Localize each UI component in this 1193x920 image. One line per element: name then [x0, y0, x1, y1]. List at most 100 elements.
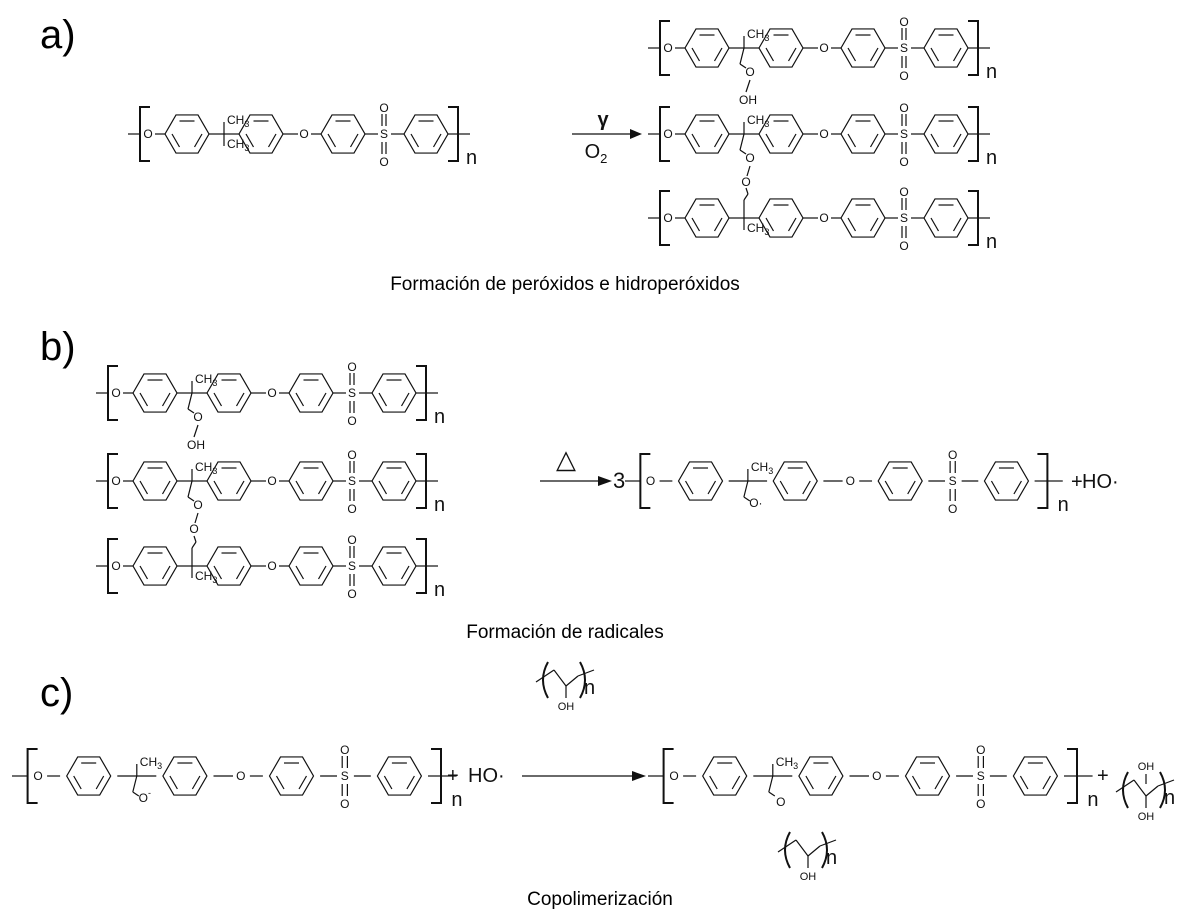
aromatic-bond: [765, 133, 775, 148]
aromatic-bond: [295, 392, 305, 407]
oxygen-atom: O: [776, 795, 785, 809]
benzene-ring: [877, 461, 923, 501]
aromatic-bond: [934, 775, 944, 790]
left-bracket: [107, 538, 118, 594]
hydroxyl-group: OH: [739, 93, 757, 107]
aromatic-bond: [1013, 480, 1022, 495]
bond: [819, 839, 837, 847]
hydroxyl-group: OH: [800, 871, 817, 883]
left-bracket: [139, 106, 150, 162]
oxygen-atom: O: [111, 559, 120, 573]
oxygen-atom: O: [745, 151, 754, 165]
oxygen-atom: O: [872, 769, 881, 783]
bond: [1133, 779, 1147, 797]
oxygen-atom: O: [379, 101, 388, 115]
benzene-ring: [702, 756, 748, 796]
aromatic-bond: [295, 480, 305, 495]
reaction-arrow-c: [522, 771, 646, 781]
hydroxyl-group: OH: [1138, 761, 1155, 773]
oxygen-atom: O: [899, 15, 908, 29]
left-bracket: [107, 365, 118, 421]
bond: [743, 480, 749, 498]
aromatic-bond: [161, 480, 171, 495]
aromatic-bond: [139, 480, 149, 495]
repeat-index: n: [986, 61, 997, 83]
oxygen-atom: O: [948, 448, 957, 462]
repeat-index: n: [1164, 787, 1175, 809]
oxygen-atom: O: [340, 797, 349, 811]
bond: [743, 496, 751, 502]
hydroxyl-radical: HO·: [468, 765, 505, 787]
benzene-ring: [904, 756, 951, 796]
aromatic-bond: [802, 480, 811, 495]
caption-b: Formación de radicales: [466, 622, 663, 643]
aromatic-bond: [213, 480, 223, 495]
reaction-arrow-b: △ 3: [540, 444, 625, 493]
arrow-a-condition-top: γ: [597, 109, 609, 131]
oxygen-atom: O: [193, 498, 202, 512]
bond: [194, 512, 199, 524]
left-bracket: [662, 748, 674, 804]
right-paren: [821, 831, 828, 869]
aromatic-bond: [847, 47, 857, 62]
aromatic-bond: [191, 775, 201, 790]
plus-sign: +: [1071, 471, 1083, 493]
benzene-ring: [1012, 756, 1059, 796]
aromatic-bond: [161, 565, 171, 580]
aromatic-bond: [295, 565, 305, 580]
repeat-index: n: [986, 231, 997, 253]
benzene-ring: [376, 756, 423, 796]
aromatic-bond: [171, 133, 181, 148]
aromatic-bond: [952, 47, 962, 62]
methyl-group: CH3: [140, 755, 162, 771]
aromatic-bond: [765, 47, 775, 62]
bond: [187, 392, 193, 410]
aromatic-bond: [378, 392, 388, 407]
sulfur-atom: S: [348, 474, 356, 488]
aromatic-bond: [400, 392, 410, 407]
oxygen-atom: O: [663, 127, 672, 141]
aromatic-bond: [383, 775, 393, 790]
hydroxyl-radical: HO·: [1082, 471, 1119, 493]
aromatic-bond: [400, 565, 410, 580]
aromatic-bond: [884, 480, 894, 495]
hydroxyl-group: OH: [1138, 811, 1155, 823]
benzene-ring: [798, 756, 844, 796]
sulfur-atom: S: [348, 386, 356, 400]
left-bracket: [639, 453, 651, 509]
aromatic-bond: [349, 133, 359, 148]
hydroxyl-group: OH: [187, 438, 205, 452]
aromatic-bond: [139, 392, 149, 407]
oxygen-atom: O: [819, 211, 828, 225]
aromatic-bond: [298, 775, 308, 790]
bond: [739, 63, 747, 69]
aromatic-bond: [787, 217, 797, 232]
oxygen-atom: O: [976, 797, 985, 811]
oxygen-atom: O: [899, 185, 908, 199]
aromatic-bond: [235, 480, 245, 495]
aromatic-bond: [213, 565, 223, 580]
left-bracket: [659, 20, 670, 76]
aromatic-bond: [930, 47, 940, 62]
oxygen-atom: O: [741, 175, 750, 189]
right-paren: [1159, 771, 1166, 809]
aromatic-bond: [378, 480, 388, 495]
repeat-index: n: [466, 147, 477, 169]
aromatic-bond: [685, 480, 694, 495]
aromatic-bond: [930, 217, 940, 232]
plus-sign: +: [1097, 765, 1109, 787]
oxygen-atom: O: [347, 360, 356, 374]
bond: [187, 408, 195, 414]
bond: [768, 791, 776, 797]
aromatic-bond: [193, 133, 203, 148]
repeat-index: n: [434, 579, 445, 601]
oxygen-atom: O: [236, 769, 245, 783]
aromatic-bond: [317, 565, 327, 580]
repeat-index: n: [826, 847, 837, 869]
oxygen-atom: O: [267, 386, 276, 400]
aromatic-bond: [245, 133, 255, 148]
oxygen-atom: O: [143, 127, 152, 141]
aromatic-bond: [713, 47, 723, 62]
oxygen-atom: O: [347, 414, 356, 428]
